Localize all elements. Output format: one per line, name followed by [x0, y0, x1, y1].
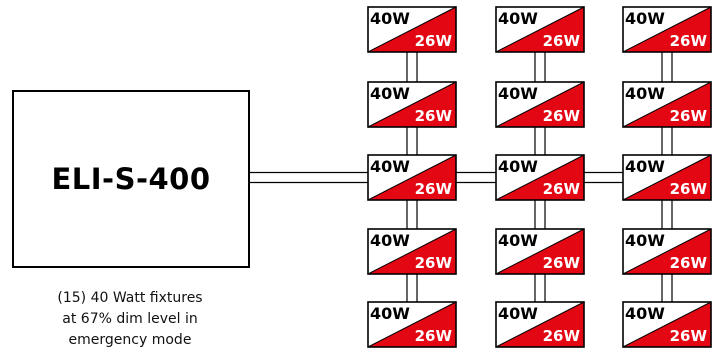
- fixture-divider: [495, 6, 585, 53]
- fixture-emergency-label: 26W: [543, 327, 581, 345]
- fixture-outline: [367, 228, 457, 275]
- fixture: 40W 26W: [495, 228, 585, 275]
- fixture-caption: (15) 40 Watt fixtures at 67% dim level i…: [30, 288, 230, 351]
- fixture-emergency-label: 26W: [543, 32, 581, 50]
- caption-line-1: (15) 40 Watt fixtures: [57, 290, 203, 306]
- fixture-emergency-label: 26W: [670, 180, 708, 198]
- controller-label: ELI-S-400: [51, 162, 211, 196]
- fixture-outline: [622, 301, 712, 348]
- fixture-rated-label: 40W: [625, 231, 665, 250]
- fixture-divider: [495, 301, 585, 348]
- fixture-emergency-label: 26W: [415, 107, 453, 125]
- fixture-rated-label: 40W: [370, 231, 410, 250]
- fixture: 40W 26W: [622, 154, 712, 201]
- fixture-rated-label: 40W: [370, 9, 410, 28]
- fixture-outline: [622, 6, 712, 53]
- fixture-divider: [622, 81, 712, 128]
- fixture-emergency-label: 26W: [670, 254, 708, 272]
- fixture: 40W 26W: [495, 154, 585, 201]
- fixture-outline: [367, 301, 457, 348]
- fixture: 40W 26W: [367, 228, 457, 275]
- fixture-outline: [495, 6, 585, 53]
- fixture-divider: [367, 6, 457, 53]
- fixture-emergency-label: 26W: [415, 32, 453, 50]
- caption-line-3: emergency mode: [68, 332, 192, 348]
- fixture: 40W 26W: [622, 81, 712, 128]
- fixture-outline: [495, 81, 585, 128]
- fixture-emergency-label: 26W: [543, 254, 581, 272]
- fixture-outline: [367, 154, 457, 201]
- fixture-rated-label: 40W: [370, 157, 410, 176]
- fixture-emergency-label: 26W: [543, 107, 581, 125]
- controller-unit: ELI-S-400: [12, 90, 250, 268]
- fixture: 40W 26W: [367, 154, 457, 201]
- fixture-emergency-label: 26W: [415, 180, 453, 198]
- fixture: 40W 26W: [622, 6, 712, 53]
- fixture-divider: [495, 154, 585, 201]
- fixture-emergency-label: 26W: [415, 327, 453, 345]
- fixture-divider: [367, 154, 457, 201]
- fixture-divider: [367, 81, 457, 128]
- fixture-outline: [622, 228, 712, 275]
- fixture: 40W 26W: [495, 81, 585, 128]
- fixture-divider: [367, 228, 457, 275]
- fixture: 40W 26W: [367, 301, 457, 348]
- fixture-outline: [367, 81, 457, 128]
- fixture: 40W 26W: [495, 301, 585, 348]
- fixture-outline: [622, 81, 712, 128]
- fixture-rated-label: 40W: [498, 84, 538, 103]
- fixture-divider: [495, 228, 585, 275]
- fixture-divider: [495, 81, 585, 128]
- fixture-divider: [367, 301, 457, 348]
- fixture-outline: [367, 6, 457, 53]
- fixture-rated-label: 40W: [498, 157, 538, 176]
- fixture-rated-label: 40W: [370, 304, 410, 323]
- fixture-rated-label: 40W: [625, 84, 665, 103]
- fixture-outline: [495, 228, 585, 275]
- fixture: 40W 26W: [622, 228, 712, 275]
- fixture-emergency-label: 26W: [670, 327, 708, 345]
- fixture: 40W 26W: [495, 6, 585, 53]
- fixture-rated-label: 40W: [370, 84, 410, 103]
- fixture-rated-label: 40W: [625, 9, 665, 28]
- fixture: 40W 26W: [367, 6, 457, 53]
- caption-line-2: at 67% dim level in: [62, 311, 198, 327]
- fixture-emergency-label: 26W: [543, 180, 581, 198]
- fixture-outline: [495, 301, 585, 348]
- fixture-emergency-label: 26W: [670, 107, 708, 125]
- fixture-outline: [622, 154, 712, 201]
- fixture-rated-label: 40W: [498, 9, 538, 28]
- fixture-divider: [622, 228, 712, 275]
- fixture-rated-label: 40W: [498, 304, 538, 323]
- fixture-divider: [622, 154, 712, 201]
- fixture-rated-label: 40W: [625, 304, 665, 323]
- fixture-emergency-label: 26W: [415, 254, 453, 272]
- fixture: 40W 26W: [622, 301, 712, 348]
- fixture-rated-label: 40W: [498, 231, 538, 250]
- fixture-emergency-label: 26W: [670, 32, 708, 50]
- fixture-divider: [622, 6, 712, 53]
- fixture: 40W 26W: [367, 81, 457, 128]
- fixture-divider: [622, 301, 712, 348]
- fixture-rated-label: 40W: [625, 157, 665, 176]
- fixture-outline: [495, 154, 585, 201]
